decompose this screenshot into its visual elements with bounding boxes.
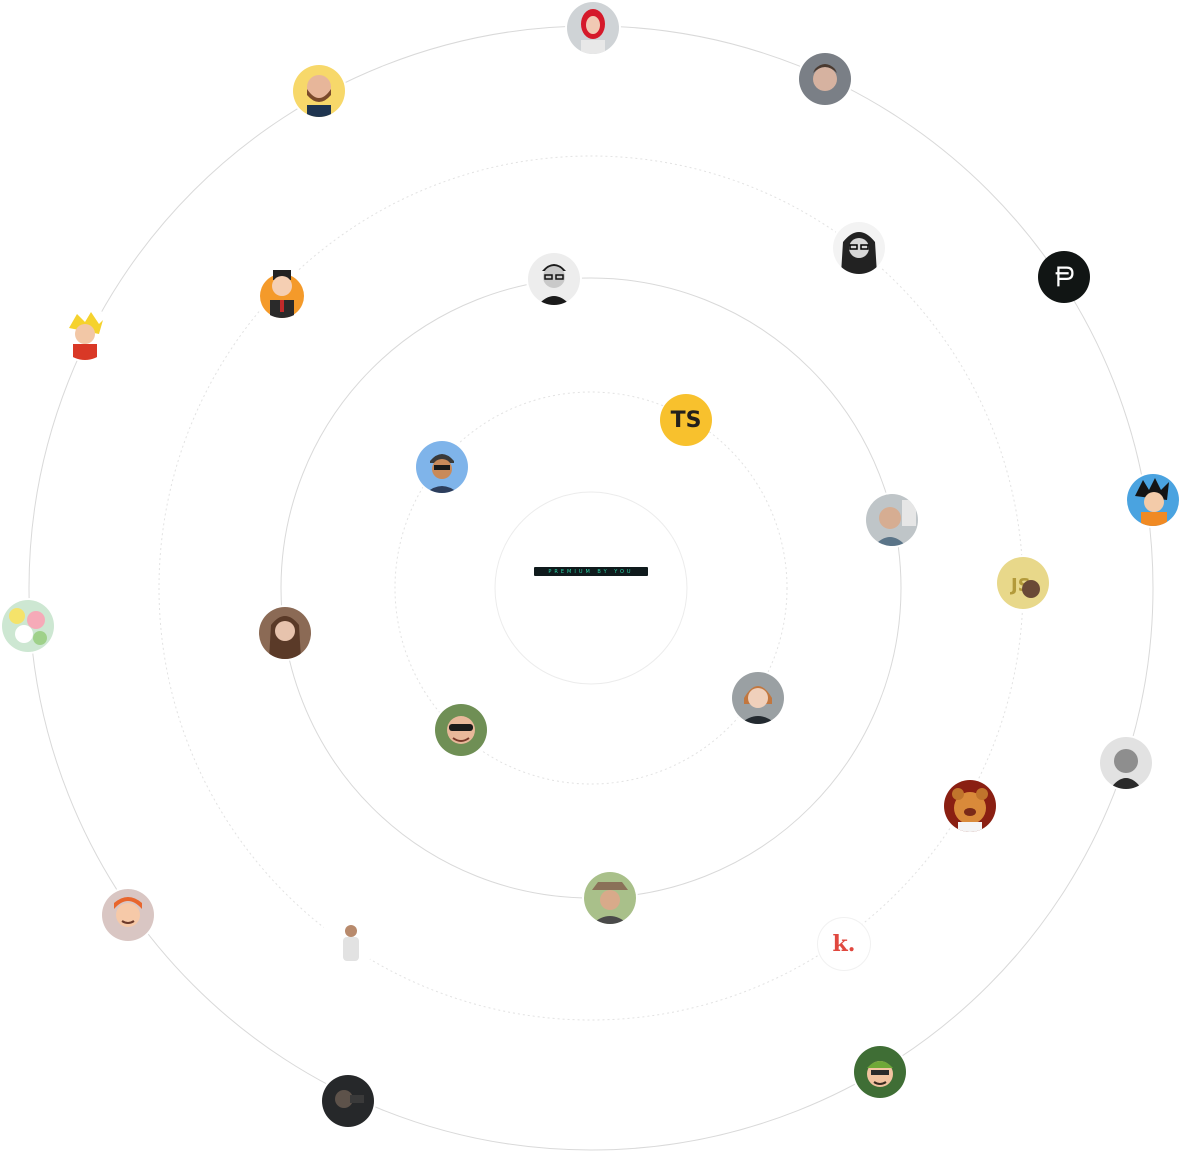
- k-logo-text: k.: [832, 931, 856, 957]
- k-logo-icon[interactable]: k.: [818, 918, 870, 970]
- avatar-bearded-man-yellow[interactable]: [293, 65, 345, 117]
- orbit-ring-5: [28, 25, 1154, 1151]
- avatar-man-standing[interactable]: [321, 917, 373, 969]
- center-badge: PREMIUM BY YOU: [534, 567, 648, 576]
- avatar-hat-man[interactable]: [584, 872, 636, 924]
- avatar-flowers[interactable]: [2, 600, 54, 652]
- avatar-js-photo[interactable]: JS: [997, 557, 1049, 609]
- orbit-ring-3: [280, 277, 902, 899]
- avatar-woman-portrait[interactable]: [259, 607, 311, 659]
- avatar-redhead-glasses[interactable]: [732, 672, 784, 724]
- avatar-man-building[interactable]: [866, 494, 918, 546]
- center-badge-label: PREMIUM BY YOU: [548, 568, 634, 575]
- avatar-red-hair-woman[interactable]: [567, 2, 619, 54]
- typescript-logo-icon[interactable]: TS: [660, 394, 712, 446]
- avatar-green-cartoon[interactable]: [854, 1046, 906, 1098]
- orbit-ring-1: [494, 491, 688, 685]
- avatar-sunglasses-man[interactable]: [435, 704, 487, 756]
- typescript-logo-text: TS: [670, 407, 702, 433]
- avatar-fozzie-bear[interactable]: [944, 780, 996, 832]
- avatar-black-white-man[interactable]: [1100, 737, 1152, 789]
- orbit-ring-2: [394, 391, 788, 785]
- avatar-glasses-man-bw[interactable]: [528, 253, 580, 305]
- avatar-cartoon-redhead[interactable]: [102, 889, 154, 941]
- p-logo-icon[interactable]: [1038, 251, 1090, 303]
- avatar-dark-photo[interactable]: [322, 1075, 374, 1127]
- avatar-anime-blonde[interactable]: [59, 308, 111, 360]
- avatar-glasses-woman-bw[interactable]: [833, 222, 885, 274]
- avatar-goku-anime[interactable]: [1127, 474, 1179, 526]
- avatar-young-man-photo[interactable]: [799, 53, 851, 105]
- avatar-cartoon-suit[interactable]: [256, 266, 308, 318]
- avatar-3d-cartoon[interactable]: [416, 441, 468, 493]
